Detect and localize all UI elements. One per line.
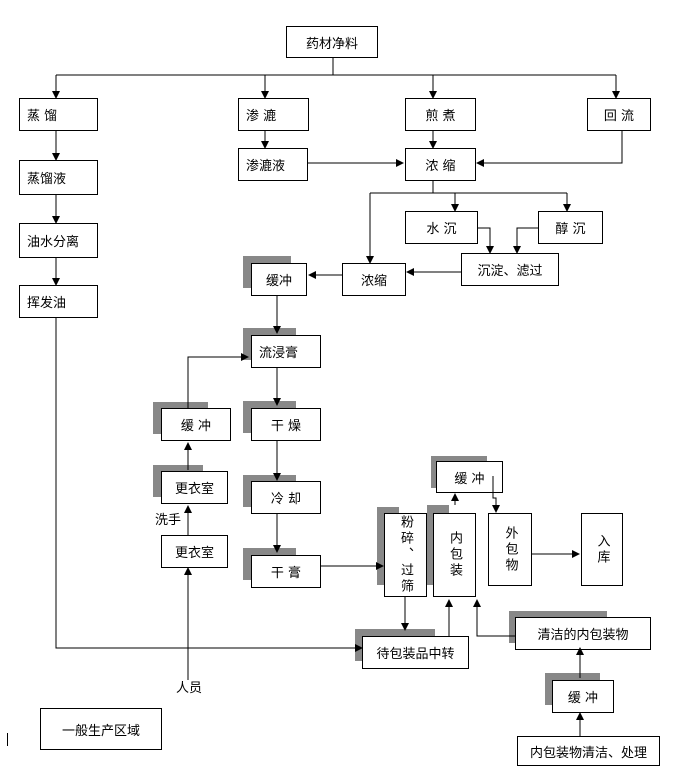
node-crush-sieve: 粉碎、过筛 bbox=[384, 513, 427, 597]
node-cooling: 冷 却 bbox=[251, 481, 321, 514]
legend-general-production-area: 一般生产区域 bbox=[40, 708, 162, 750]
node-reflux: 回 流 bbox=[587, 98, 651, 131]
node-precipitate-filter: 沉淀、滤过 bbox=[461, 253, 559, 286]
node-volatile-oil: 挥发油 bbox=[19, 285, 98, 318]
node-fluid-extract: 流浸膏 bbox=[251, 335, 321, 368]
legend-marker bbox=[7, 733, 8, 746]
node-clean-inner-packaging: 清洁的内包装物 bbox=[515, 617, 651, 650]
node-buffer-2: 缓 冲 bbox=[161, 408, 231, 441]
node-distillate: 蒸馏液 bbox=[19, 160, 98, 195]
node-concentrate-2: 浓缩 bbox=[342, 263, 406, 296]
node-buffer-3: 缓 冲 bbox=[436, 461, 503, 493]
node-alcohol-precipitation: 醇 沉 bbox=[538, 211, 603, 244]
node-changing-room-2: 更衣室 bbox=[161, 471, 228, 504]
label-wash-hands: 洗手 bbox=[155, 513, 182, 528]
label-personnel: 人员 bbox=[176, 681, 203, 696]
node-decoction: 煎 煮 bbox=[405, 98, 476, 131]
node-inner-packaging-cleaning: 内包装物清洁、处理 bbox=[517, 736, 660, 766]
node-raw-material: 药材净料 bbox=[286, 26, 378, 58]
node-changing-room-1: 更衣室 bbox=[161, 535, 228, 568]
node-inner-packaging: 内包装 bbox=[433, 513, 476, 597]
node-percolation: 渗 漉 bbox=[238, 98, 309, 131]
node-oil-water-separation: 油水分离 bbox=[19, 223, 98, 258]
node-buffer-1: 缓冲 bbox=[251, 263, 307, 296]
node-concentrate-1: 浓 缩 bbox=[405, 148, 476, 181]
node-drying: 干 燥 bbox=[251, 408, 321, 441]
node-distillation: 蒸 馏 bbox=[19, 98, 98, 131]
node-warehouse: 入库 bbox=[581, 513, 623, 586]
node-water-precipitation: 水 沉 bbox=[405, 211, 478, 244]
node-outer-packaging-material: 外包物 bbox=[488, 513, 532, 586]
node-pending-transfer: 待包装品中转 bbox=[362, 636, 469, 669]
node-buffer-4: 缓 冲 bbox=[552, 680, 614, 713]
node-dry-paste: 干 膏 bbox=[251, 555, 321, 588]
node-percolate-liquid: 渗漉液 bbox=[238, 148, 308, 181]
